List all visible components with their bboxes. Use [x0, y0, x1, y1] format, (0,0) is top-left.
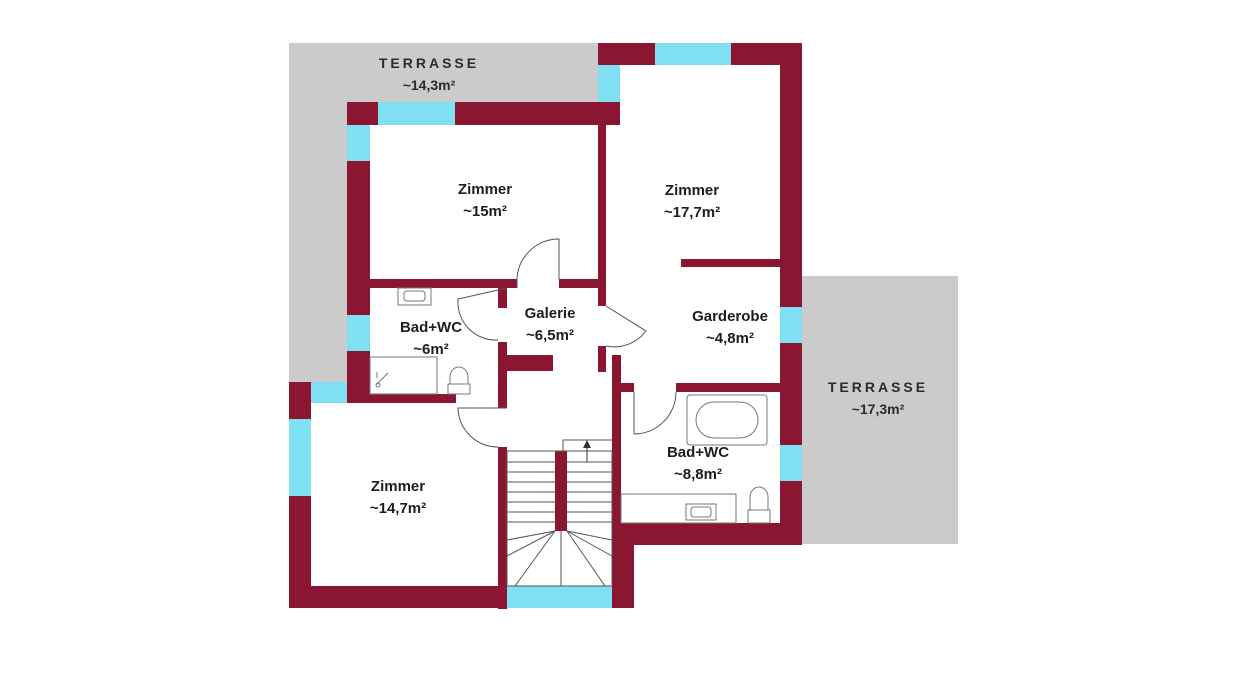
terrace-east-label: TERRASSE ~17,3m²	[828, 379, 928, 417]
room-name: Bad+WC	[667, 444, 729, 461]
window-west-4	[289, 419, 311, 496]
room-area: ~4,8m²	[706, 330, 754, 347]
door-swings	[457, 238, 677, 448]
terrace-north-label: TERRASSE ~14,3m²	[379, 55, 479, 93]
terrace-north-area: ~14,3m²	[403, 77, 456, 93]
room-galerie: Galerie ~6,5m²	[525, 305, 576, 344]
terrace-east-area: ~17,3m²	[852, 401, 905, 417]
room-name: Galerie	[525, 305, 576, 322]
windows	[289, 43, 802, 608]
room-area: ~15m²	[463, 203, 507, 220]
room-area: ~6,5m²	[526, 327, 574, 344]
door-swing-icon	[457, 407, 507, 448]
window-north-2	[598, 65, 620, 102]
room-area: ~14,7m²	[370, 500, 426, 517]
window-north-1	[655, 43, 731, 65]
door-swing-icon	[516, 238, 560, 288]
terrace-east-title: TERRASSE	[828, 379, 928, 395]
room-zimmer-14-7: Zimmer ~14,7m²	[370, 478, 426, 517]
terrace-north	[289, 43, 598, 382]
door-swing-icon	[605, 305, 647, 348]
terrace-east	[801, 276, 958, 544]
room-name: Zimmer	[665, 182, 719, 199]
interior-walls	[347, 120, 781, 609]
fixtures	[369, 287, 771, 524]
room-bad-wc-8-8: Bad+WC ~8,8m²	[667, 444, 729, 483]
room-area: ~8,8m²	[674, 466, 722, 483]
staircase	[506, 439, 613, 587]
sink-icon	[397, 287, 432, 306]
room-area: ~17,7m²	[664, 204, 720, 221]
window-south-1	[507, 586, 612, 608]
room-name: Garderobe	[692, 308, 768, 325]
window-west-2	[347, 315, 370, 351]
door-swing-icon	[633, 391, 677, 435]
sink-icon	[620, 493, 737, 524]
shower-icon	[369, 356, 438, 395]
bathtub-icon	[686, 394, 768, 446]
toilet-icon	[747, 486, 771, 524]
terrace-north-title: TERRASSE	[379, 55, 479, 71]
room-zimmer-15: Zimmer ~15m²	[458, 181, 512, 220]
window-east-1	[780, 307, 802, 343]
door-swing-icon	[457, 287, 508, 341]
room-garderobe: Garderobe ~4,8m²	[692, 308, 768, 347]
room-name: Zimmer	[458, 181, 512, 198]
window-east-2	[780, 445, 802, 481]
window-west-3	[311, 382, 347, 403]
window-west-1	[347, 125, 370, 161]
toilet-icon	[447, 366, 471, 395]
room-area: ~6m²	[413, 341, 448, 358]
terrace-areas	[289, 43, 958, 544]
room-name: Zimmer	[371, 478, 425, 495]
stair-arrow-icon	[583, 440, 591, 462]
window-north-3	[378, 102, 455, 125]
room-zimmer-17-7: Zimmer ~17,7m²	[664, 182, 720, 221]
room-bad-wc-6: Bad+WC ~6m²	[400, 319, 462, 358]
room-name: Bad+WC	[400, 319, 462, 336]
